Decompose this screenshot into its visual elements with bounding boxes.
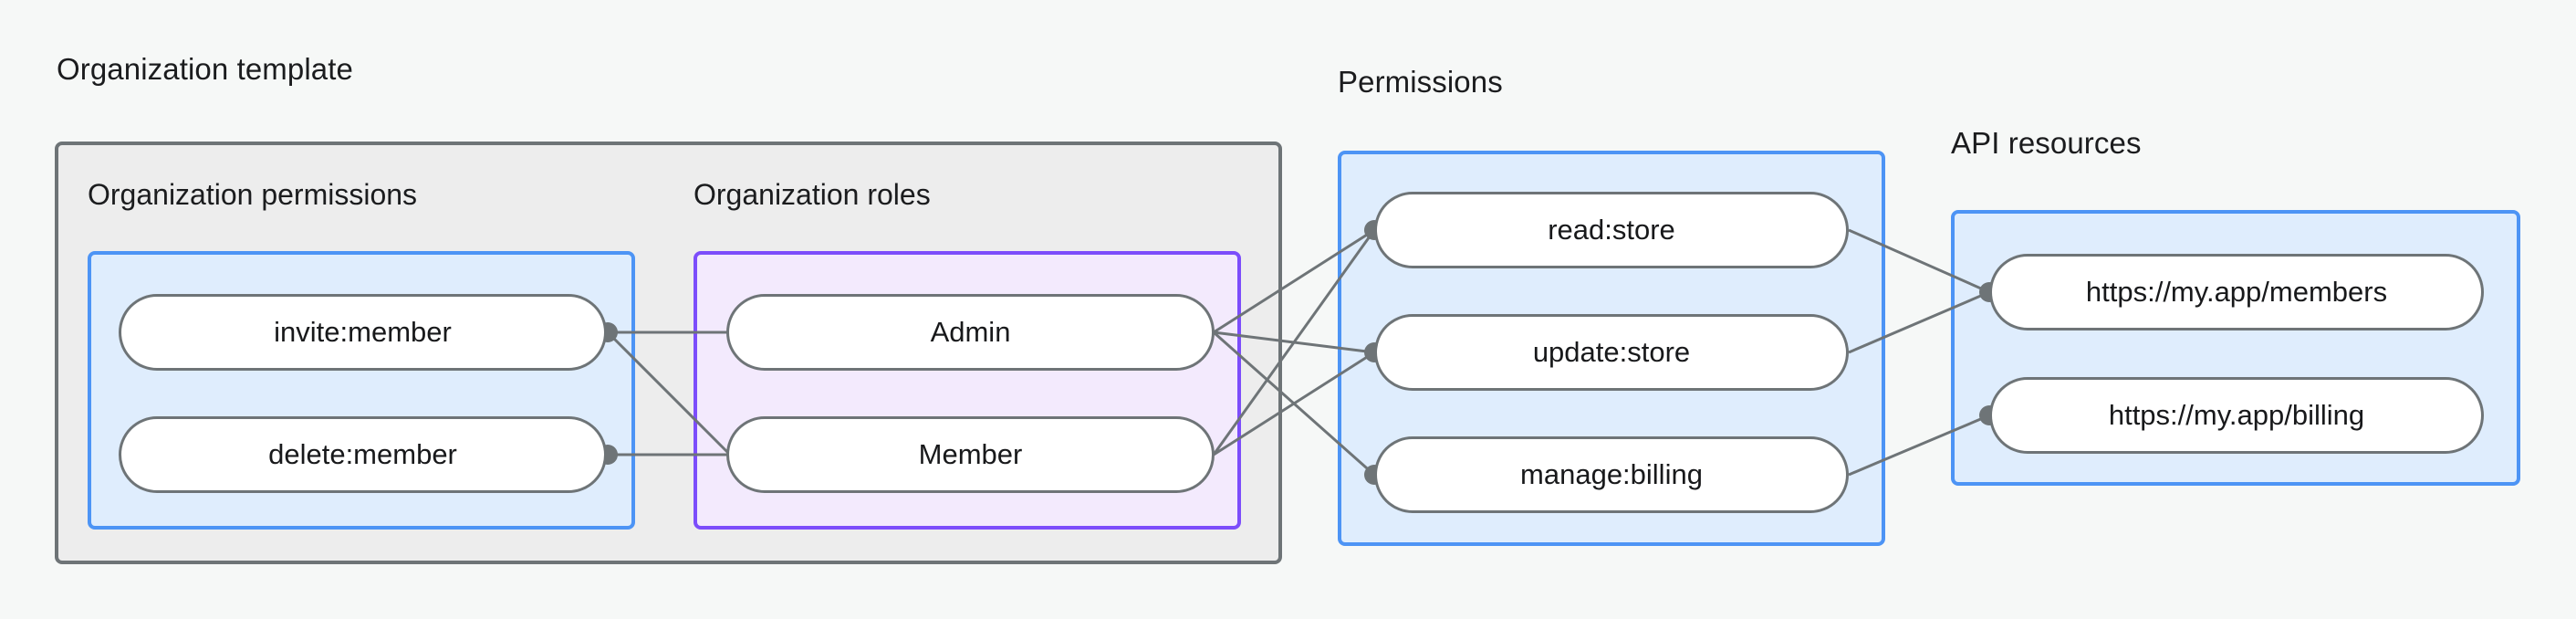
api-resources-title: API resources <box>1951 126 2142 160</box>
organization-permissions-title: Organization permissions <box>88 178 418 211</box>
node-read-store[interactable]: read:store <box>1374 192 1849 268</box>
organization-template-title: Organization template <box>57 52 353 86</box>
organization-roles-title: Organization roles <box>694 178 931 211</box>
node-delete-member[interactable]: delete:member <box>119 416 607 493</box>
node-manage-billing[interactable]: manage:billing <box>1374 436 1849 513</box>
node-member[interactable]: Member <box>726 416 1215 493</box>
node-update-store[interactable]: update:store <box>1374 314 1849 391</box>
node-invite-member[interactable]: invite:member <box>119 294 607 371</box>
node-billing-url[interactable]: https://my.app/billing <box>1989 377 2484 454</box>
permissions-title: Permissions <box>1338 65 1503 99</box>
node-members-url[interactable]: https://my.app/members <box>1989 254 2484 330</box>
node-admin[interactable]: Admin <box>726 294 1215 371</box>
